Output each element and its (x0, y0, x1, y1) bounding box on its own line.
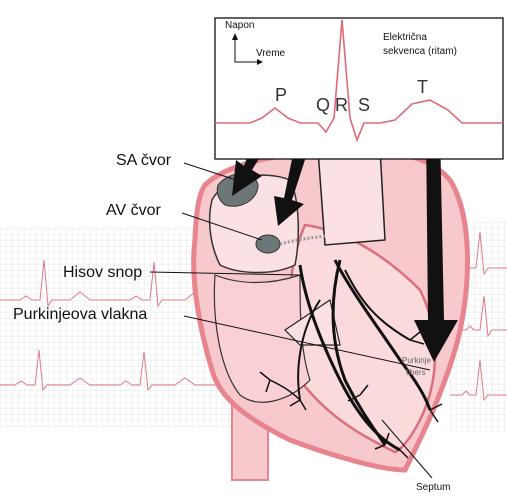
purkinje-inner-label-2: fibers (406, 368, 426, 377)
ecg-caption-line2: sekvenca (ritam) (383, 46, 457, 57)
av-node-label: AV čvor (106, 202, 161, 220)
ecg-wave-t: T (417, 77, 428, 98)
ecg-wave-q: Q (316, 95, 330, 116)
septum-label: Septum (416, 482, 450, 493)
ecg-wave-p: P (275, 85, 287, 106)
ecg-wave-s: S (358, 95, 370, 116)
ecg-caption-line1: Električna (383, 32, 427, 43)
ecg-x-axis-label: Vreme (256, 48, 285, 59)
ecg-wave-r: R (335, 95, 348, 116)
purkinje-inner-label-1: Purkinje (402, 356, 431, 365)
purkinje-fibers-label: Purkinjeova vlakna (13, 306, 147, 324)
sa-node-label: SA čvor (116, 152, 171, 170)
ecg-panel (215, 18, 503, 159)
ecg-y-axis-label: Napon (225, 20, 254, 31)
his-bundle-label: Hisov snop (63, 264, 142, 282)
